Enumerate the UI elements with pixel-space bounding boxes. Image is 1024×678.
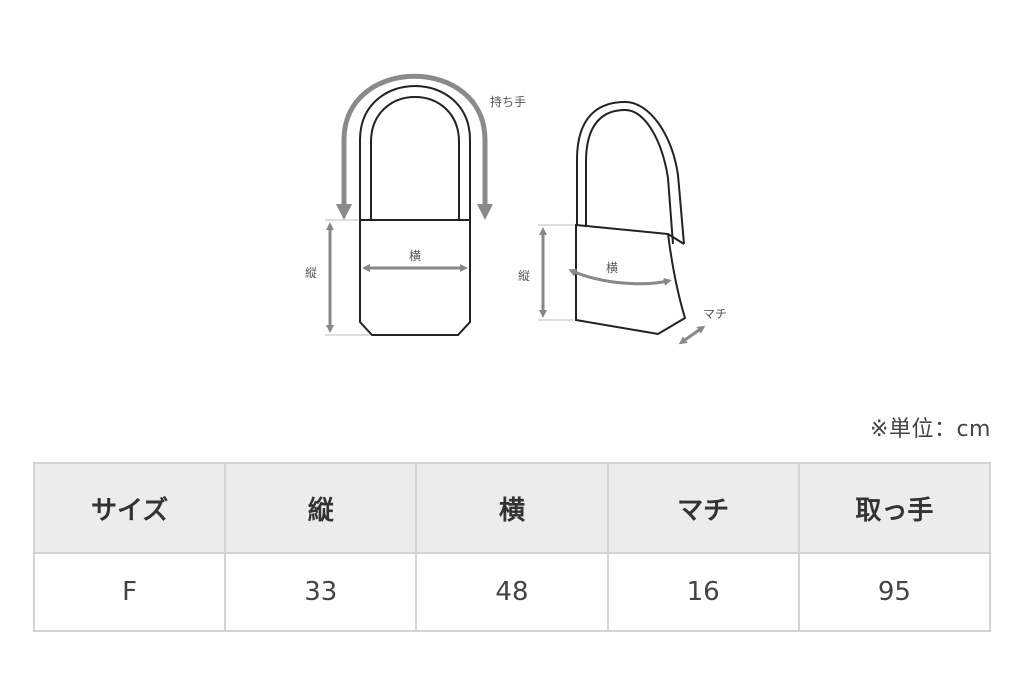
cell-width: 48 <box>415 552 609 632</box>
header-handle: 取っ手 <box>797 462 992 554</box>
height-label-side: 縦 <box>518 269 530 283</box>
cell-handle: 95 <box>797 552 992 632</box>
table-header-row: サイズ 縦 横 マチ 取っ手 <box>32 462 992 554</box>
width-label-front: 横 <box>409 249 421 263</box>
header-gusset: マチ <box>606 462 800 554</box>
side-view-bag: 縦 横 マチ <box>518 100 727 345</box>
height-label-front: 縦 <box>305 266 317 280</box>
handle-outline <box>359 85 471 220</box>
header-width: 横 <box>415 462 609 554</box>
handle-length-arrow <box>341 73 488 214</box>
header-height: 縦 <box>224 462 418 554</box>
table-row: F 33 48 16 95 <box>32 552 992 632</box>
cell-height: 33 <box>224 552 418 632</box>
size-table: サイズ 縦 横 マチ 取っ手 F 33 48 16 95 <box>32 462 992 632</box>
gusset-arrow <box>678 325 706 345</box>
bag-body-front <box>359 219 471 336</box>
width-arrow-side <box>568 268 672 286</box>
unit-note: ※単位：cm <box>870 417 991 442</box>
cell-size: F <box>32 552 227 632</box>
width-label-side: 横 <box>606 261 618 275</box>
bag-size-diagram: 縦 横 持ち手 縦 横 マチ <box>305 73 727 345</box>
header-size: サイズ <box>32 462 227 554</box>
gusset-label: マチ <box>703 307 727 321</box>
cell-gusset: 16 <box>606 552 800 632</box>
front-view-bag: 縦 横 持ち手 <box>305 73 526 336</box>
bag-body-side <box>575 223 687 336</box>
strap-outline-side <box>576 100 685 245</box>
handle-label: 持ち手 <box>490 94 526 109</box>
